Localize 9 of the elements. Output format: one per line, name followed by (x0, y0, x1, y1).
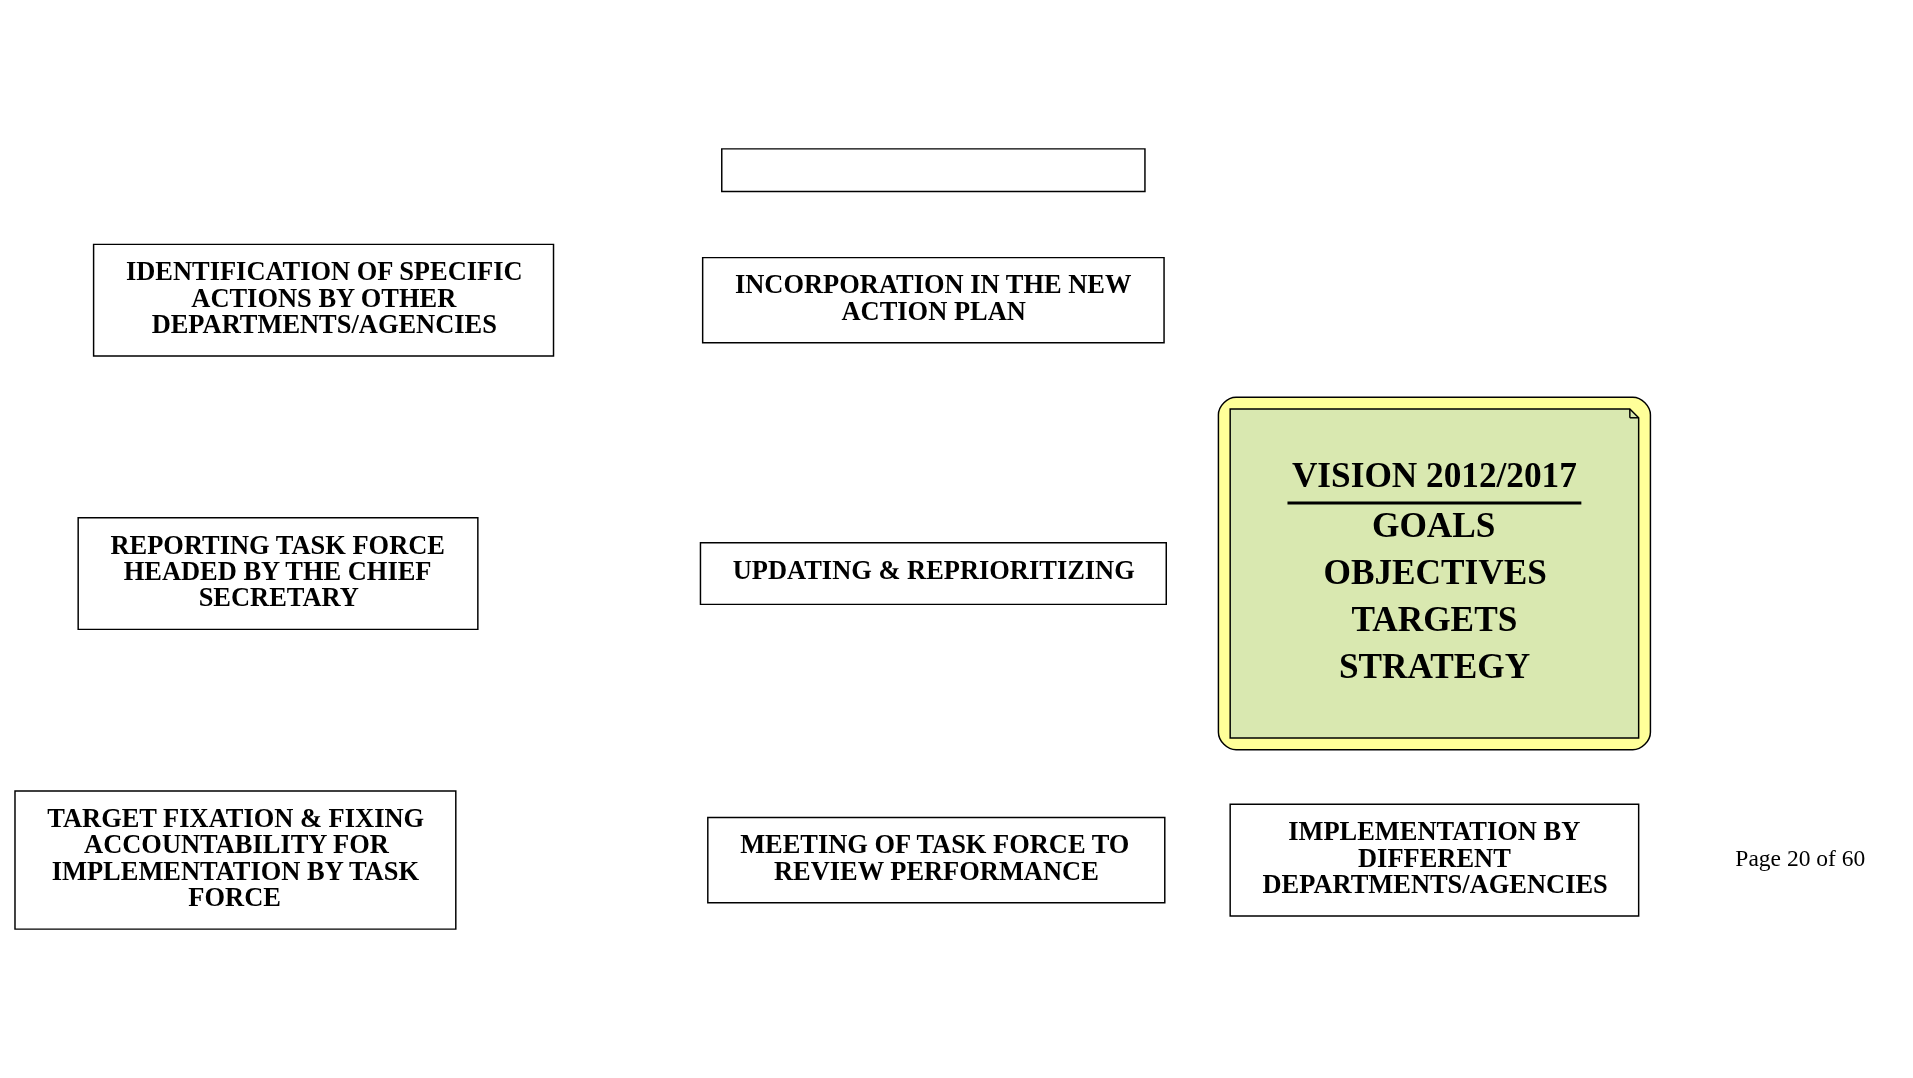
node-box: IMPLEMENTATION BY DIFFERENT DEPARTMENTS/AGENCIES (1229, 803, 1640, 917)
node-box: MEETING OF TASK FORCE TO REVIEW PERFORMANCE (707, 816, 1166, 904)
label: Page 20 of 60 (1735, 844, 1866, 871)
node-box: UPDATING & REPRIORITIZING (699, 541, 1167, 606)
node-box: INCORPORATION IN THE NEW ACTION PLAN (701, 256, 1165, 344)
node-box: TARGET FIXATION & FIXING ACCOUNTABILITY FOR IMPLEMENTATION BY TASK FORCE (14, 790, 457, 930)
node-box: IDENTIFICATION OF SPECIFIC ACTIONS BY OTHER DEPARTMENTS/AGENCIES (92, 243, 555, 357)
node-box (721, 148, 1146, 193)
node-box: REPORTING TASK FORCE HEADED BY THE CHIEF SECRETARY (77, 516, 479, 631)
